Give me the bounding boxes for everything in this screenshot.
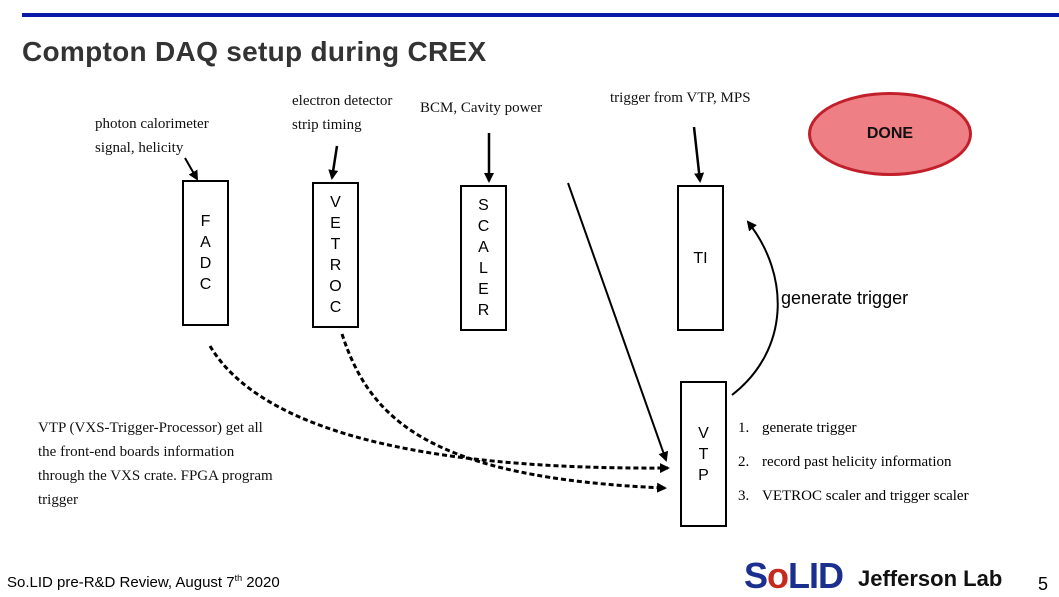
ti-input-arrow: [692, 126, 705, 183]
vetroc-to-vtp-dashed-arrow: [340, 333, 667, 493]
vetroc-letter: R: [329, 257, 342, 274]
scaler-to-vtp-arrow: [567, 182, 669, 462]
list-item-number: 2.: [738, 454, 750, 470]
scaler-letter: S: [478, 197, 489, 214]
jefferson-lab-logo: Jefferson Lab: [858, 566, 1003, 591]
ti-box: TI: [677, 185, 724, 331]
fadc-input-line2: signal, helicity: [95, 140, 184, 156]
solid-logo-prefix: S: [744, 555, 768, 596]
footer-superscript: th: [234, 573, 243, 583]
scaler-letter: A: [478, 239, 489, 256]
list-item-number: 1.: [738, 420, 750, 436]
scaler-letter: R: [477, 302, 490, 319]
list-item-text: VETROC scaler and trigger scaler: [762, 488, 969, 504]
vetroc-letter: C: [329, 299, 342, 316]
fadc-input-label: photon calorimeter signal, helicity: [95, 112, 209, 160]
list-item-text: generate trigger: [762, 420, 857, 436]
vetroc-letter: T: [330, 236, 341, 253]
list-item-text: record past helicity information: [762, 454, 952, 470]
scaler-letter: C: [477, 218, 490, 235]
fadc-letter: C: [199, 276, 212, 293]
vtp-box: V T P: [680, 381, 727, 527]
vtp-letter: V: [698, 424, 709, 442]
fadc-box: F A D C: [182, 180, 229, 326]
solid-logo-o: o: [767, 555, 789, 596]
vetroc-letter: E: [330, 215, 341, 232]
vtp-description-line: the front-end boards information: [38, 444, 235, 460]
vtp-letter: P: [698, 466, 709, 484]
done-label: DONE: [866, 125, 914, 142]
vtp-description-line: trigger: [38, 492, 78, 508]
list-item: 2. record past helicity information: [738, 454, 969, 488]
vtp-to-ti-trigger-arrow: [731, 220, 779, 396]
fadc-letter: D: [199, 255, 212, 272]
vtp-description-line: through the VXS crate. FPGA program: [38, 468, 273, 484]
solid-logo: SoLID: [744, 555, 844, 597]
fadc-input-arrow: [184, 157, 198, 181]
vetroc-letter: V: [330, 194, 341, 211]
scaler-letter: E: [478, 281, 489, 298]
vetroc-box: V E T R O C: [312, 182, 359, 328]
ti-label: TI: [693, 249, 708, 267]
vetroc-input-line1: electron detector: [292, 93, 393, 109]
scaler-box: S C A L E R: [460, 185, 507, 331]
ti-input-label: trigger from VTP, MPS: [610, 90, 751, 106]
vtp-function-list: 1. generate trigger 2. record past helicit…: [738, 420, 969, 522]
footer-label: So.LID pre-R&D Review, August 7: [7, 574, 235, 591]
footer-year: 2020: [242, 574, 280, 591]
list-item: 3. VETROC scaler and trigger scaler: [738, 488, 969, 522]
fadc-letter: F: [200, 213, 211, 230]
vtp-letter: T: [698, 445, 709, 463]
fadc-letter: A: [200, 234, 211, 251]
fadc-input-line1: photon calorimeter: [95, 116, 209, 132]
fadc-to-vtp-dashed-arrow: [208, 345, 670, 474]
header-accent-bar: [22, 13, 1059, 17]
generate-trigger-label: generate trigger: [781, 288, 909, 308]
solid-logo-suffix: LID: [788, 555, 844, 596]
scaler-input-label: BCM, Cavity power: [420, 100, 543, 116]
list-item-number: 3.: [738, 488, 750, 504]
vtp-description: VTP (VXS-Trigger-Processor) get all the …: [38, 416, 273, 512]
vetroc-input-arrow: [328, 145, 339, 180]
vetroc-input-label: electron detector strip timing: [292, 89, 392, 137]
footer-text: So.LID pre-R&D Review, August 7th 2020: [7, 573, 280, 591]
done-status-badge: DONE: [808, 92, 972, 176]
page-number: 5: [1038, 574, 1049, 594]
vetroc-input-line2: strip timing: [292, 117, 362, 133]
vtp-description-line: VTP (VXS-Trigger-Processor) get all: [38, 420, 263, 436]
list-item: 1. generate trigger: [738, 420, 969, 454]
vetroc-letter: O: [329, 278, 342, 295]
scaler-letter: L: [479, 260, 488, 277]
page-title: Compton DAQ setup during CREX: [22, 36, 487, 67]
